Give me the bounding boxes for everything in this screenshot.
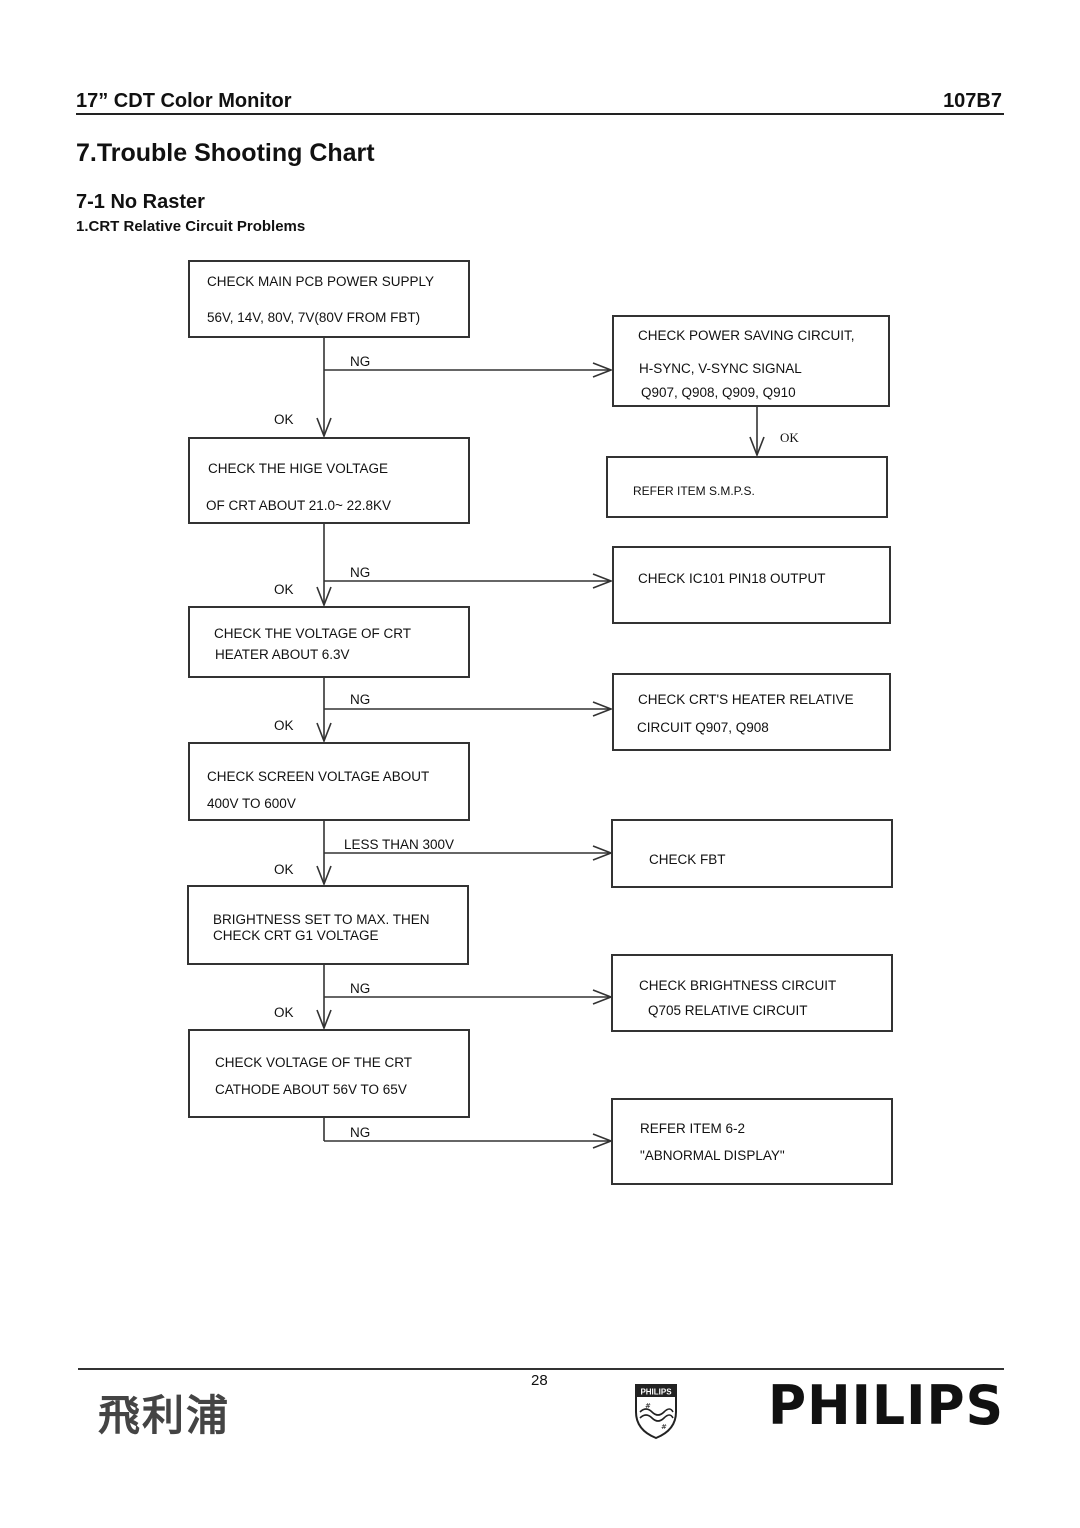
product-name: 17” CDT Color Monitor — [76, 90, 292, 112]
page-number: 28 — [531, 1372, 548, 1389]
action-text: CIRCUIT Q907, Q908 — [637, 720, 769, 735]
ng-label: NG — [350, 565, 371, 580]
ok-label: OK — [274, 1005, 294, 1020]
less-than-label: LESS THAN 300V — [344, 837, 455, 852]
philips-shield-icon: PHILIPS # # — [633, 1382, 679, 1445]
step-check-g1-voltage: BRIGHTNESS SET TO MAX. THEN CHECK CRT G1… — [187, 885, 469, 965]
step-text: CHECK MAIN PCB POWER SUPPLY — [207, 274, 435, 289]
step-check-screen-voltage: CHECK SCREEN VOLTAGE ABOUT 400V TO 600V — [188, 742, 470, 821]
action-text: CHECK BRIGHTNESS CIRCUIT — [639, 978, 837, 993]
step-text: CHECK VOLTAGE OF THE CRT — [215, 1055, 413, 1070]
step-text: CHECK CRT G1 VOLTAGE — [213, 928, 379, 943]
action-check-heater-circuit: CHECK CRT'S HEATER RELATIVE CIRCUIT Q907… — [612, 673, 891, 751]
step-text: 56V, 14V, 80V, 7V(80V FROM FBT) — [207, 310, 421, 325]
action-check-power-saving: CHECK POWER SAVING CIRCUIT, H-SYNC, V-SY… — [612, 315, 890, 407]
step-text: CHECK THE HIGE VOLTAGE — [208, 461, 389, 476]
action-text: REFER ITEM 6-2 — [640, 1121, 746, 1136]
svg-text:#: # — [661, 1423, 667, 1431]
action-text: CHECK POWER SAVING CIRCUIT, — [638, 328, 855, 343]
action-text: Q907, Q908, Q909, Q910 — [641, 385, 796, 400]
model-number: 107B7 — [943, 90, 1002, 112]
action-check-fbt: CHECK FBT — [611, 819, 893, 888]
action-check-ic101: CHECK IC101 PIN18 OUTPUT — [612, 546, 891, 624]
step-text: BRIGHTNESS SET TO MAX. THEN — [213, 912, 430, 927]
action-text: CHECK IC101 PIN18 OUTPUT — [638, 571, 826, 586]
footer-divider — [78, 1368, 1004, 1370]
svg-text:PHILIPS: PHILIPS — [640, 1388, 672, 1397]
ok-label: OK — [274, 412, 294, 427]
ng-label: NG — [350, 354, 371, 369]
action-text: CHECK CRT'S HEATER RELATIVE — [638, 692, 854, 707]
step-text: CHECK THE VOLTAGE OF CRT — [214, 626, 412, 641]
step-check-main-pcb-power: CHECK MAIN PCB POWER SUPPLY 56V, 14V, 80… — [188, 260, 470, 338]
action-refer-abnormal-display: REFER ITEM 6-2 "ABNORMAL DISPLAY" — [611, 1098, 893, 1185]
action-text: H-SYNC, V-SYNC SIGNAL — [639, 361, 802, 376]
action-text: CHECK FBT — [649, 852, 726, 867]
step-text: HEATER ABOUT 6.3V — [215, 647, 350, 662]
ng-label: NG — [350, 981, 371, 996]
action-text: "ABNORMAL DISPLAY" — [640, 1148, 785, 1163]
action-text: Q705 RELATIVE CIRCUIT — [648, 1003, 808, 1018]
subsection-heading: 1.CRT Relative Circuit Problems — [76, 218, 306, 235]
step-check-heater-voltage: CHECK THE VOLTAGE OF CRT HEATER ABOUT 6.… — [188, 606, 470, 678]
step-check-high-voltage: CHECK THE HIGE VOLTAGE OF CRT ABOUT 21.0… — [188, 437, 470, 524]
page-title: 7.Trouble Shooting Chart — [76, 139, 375, 167]
step-text: 400V TO 600V — [207, 796, 296, 811]
ok-label: OK — [780, 430, 799, 445]
step-text: CATHODE ABOUT 56V TO 65V — [215, 1082, 407, 1097]
step-text: CHECK SCREEN VOLTAGE ABOUT — [207, 769, 430, 784]
step-text: OF CRT ABOUT 21.0~ 22.8KV — [206, 498, 391, 513]
action-refer-smps: REFER ITEM S.M.P.S. — [606, 456, 888, 518]
section-heading: 7-1 No Raster — [76, 191, 205, 213]
action-check-brightness-circuit: CHECK BRIGHTNESS CIRCUIT Q705 RELATIVE C… — [611, 954, 893, 1032]
step-check-cathode-voltage: CHECK VOLTAGE OF THE CRT CATHODE ABOUT 5… — [188, 1029, 470, 1118]
svg-text:#: # — [645, 1402, 651, 1410]
ok-label: OK — [274, 718, 294, 733]
action-text: REFER ITEM S.M.P.S. — [633, 484, 755, 498]
ng-label: NG — [350, 1125, 371, 1140]
philips-wordmark: PHILIPS — [768, 1374, 1005, 1438]
ok-label: OK — [274, 582, 294, 597]
ng-label: NG — [350, 692, 371, 707]
header-divider — [76, 113, 1004, 115]
ok-label: OK — [274, 862, 294, 877]
chinese-brand-logo: 飛利浦 — [98, 1391, 231, 1440]
